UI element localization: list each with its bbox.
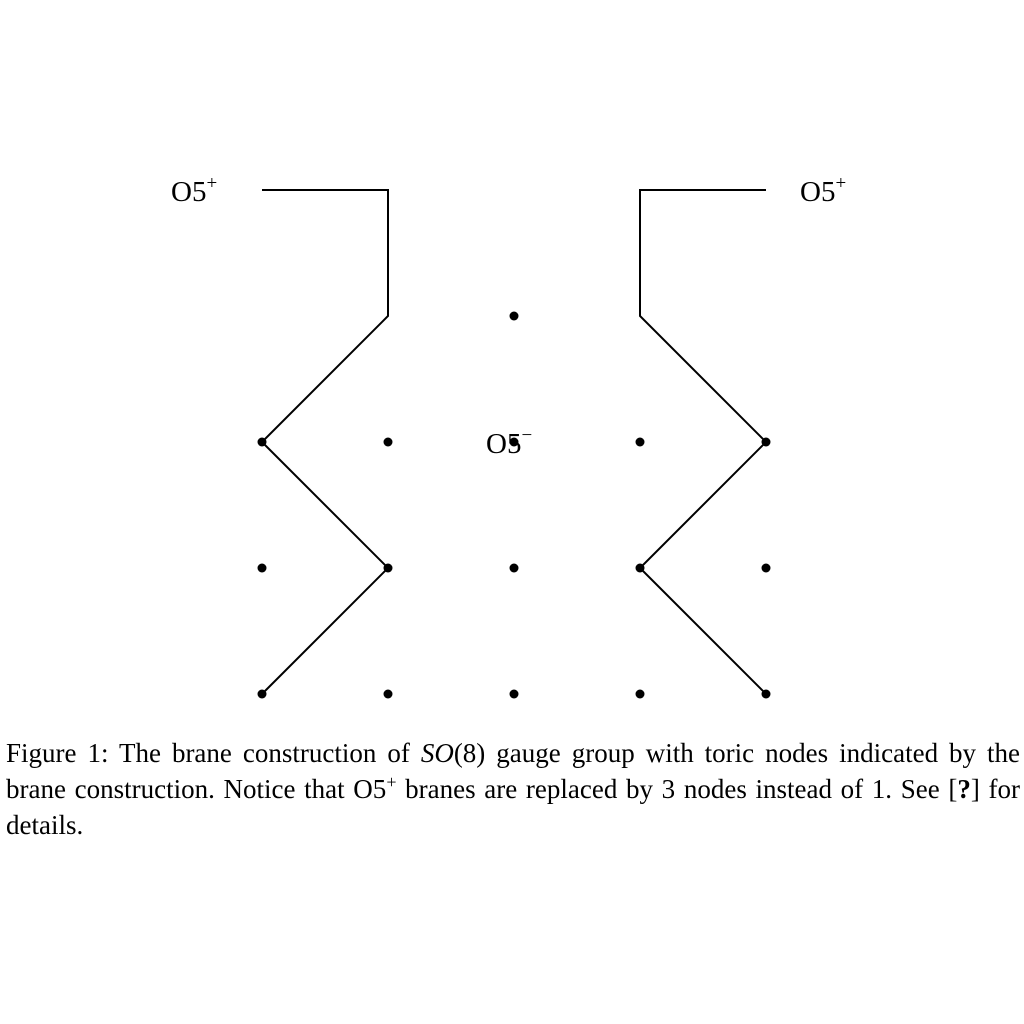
caption-text-4: ] for details. [6, 774, 1020, 840]
toric-node [509, 563, 519, 573]
toric-node [257, 689, 267, 699]
brane-line-right [638, 189, 768, 695]
caption-text-1: The brane construction of [118, 738, 410, 768]
toric-node [257, 437, 267, 447]
brane-lines [260, 189, 768, 695]
caption-ref: ? [957, 774, 971, 804]
toric-node [761, 437, 771, 447]
label-o5-minus-center: O5− [486, 425, 532, 460]
toric-node [761, 689, 771, 699]
label-o5-plus-right: O5+ [800, 173, 846, 208]
brane-diagram: O5+ O5+ O5− [171, 173, 846, 699]
brane-line-left [260, 189, 390, 695]
toric-node [257, 563, 267, 573]
toric-node [509, 311, 519, 321]
toric-node [635, 563, 645, 573]
toric-node [635, 689, 645, 699]
toric-node [383, 689, 393, 699]
toric-node [509, 689, 519, 699]
toric-node [761, 563, 771, 573]
caption-sup: + [386, 772, 397, 793]
toric-node [635, 437, 645, 447]
label-o5-plus-left: O5+ [171, 173, 217, 208]
toric-node [383, 437, 393, 447]
caption-prefix: Figure 1: [6, 738, 109, 768]
figure-caption: Figure 1: The brane construction of SO(8… [6, 735, 1020, 843]
caption-math-name: SO [420, 738, 454, 768]
toric-nodes [257, 311, 771, 699]
caption-text-3: branes are replaced by 3 nodes instead o… [405, 774, 958, 804]
toric-node [509, 437, 519, 447]
caption-text-2: gauge group with toric nodes indicated b… [6, 738, 1021, 804]
toric-node [383, 563, 393, 573]
caption-math-arg: (8) [453, 738, 486, 768]
